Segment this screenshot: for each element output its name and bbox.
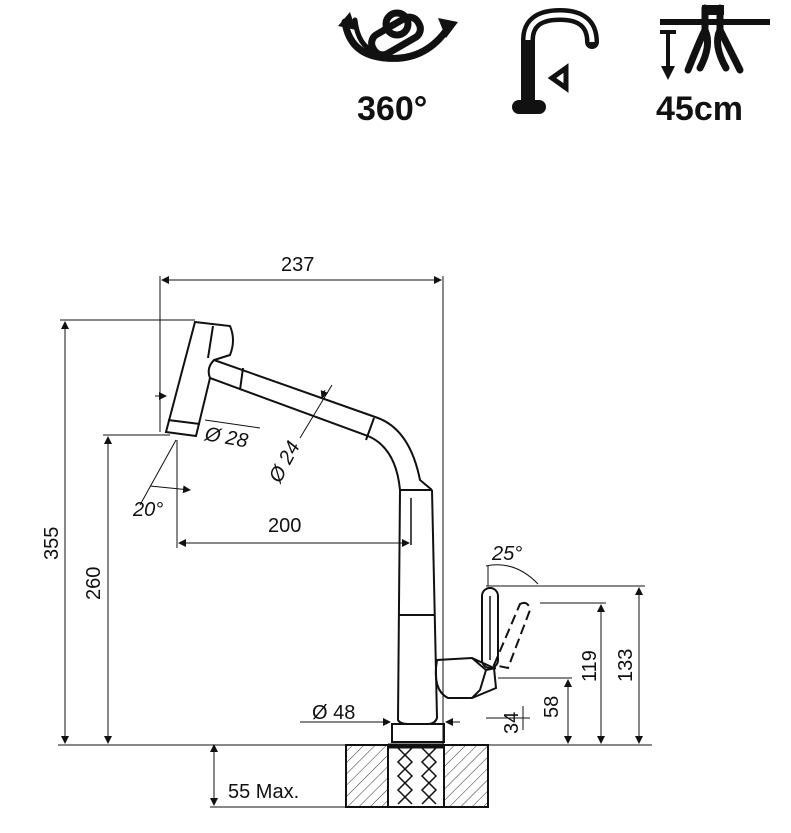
spray-height-label: 260 [83, 567, 105, 600]
overall-width-label: 237 [281, 254, 314, 276]
pull-out-hose-icon: 45cm [656, 4, 770, 128]
lever-height-34-label: 34 [501, 712, 523, 734]
rotation-360-icon: 360° [338, 9, 458, 128]
mount-thickness-label: 55 Max. [228, 781, 299, 803]
dimension-lines [58, 276, 652, 808]
spray-angle-label: 20° [132, 499, 163, 521]
lever-height-119-label: 119 [579, 650, 601, 682]
lever-rotated-outline [492, 601, 532, 670]
rotation-label: 360° [357, 90, 427, 128]
lever-height-58-label: 58 [541, 696, 563, 718]
faucet-outline [164, 320, 499, 743]
base-diameter-label: Ø 48 [312, 702, 355, 724]
spout-icon [512, 7, 599, 114]
lever-height-133-label: 133 [615, 649, 637, 682]
hose-diameter-label: Ø 24 [265, 438, 305, 487]
mounting-section [345, 743, 489, 808]
hose-label: 45cm [656, 90, 743, 128]
lever-angle-label: 25° [491, 543, 522, 565]
overall-height-label: 355 [41, 527, 63, 560]
spray-diameter-label: Ø 28 [202, 423, 250, 452]
spout-reach-label: 200 [268, 515, 301, 537]
